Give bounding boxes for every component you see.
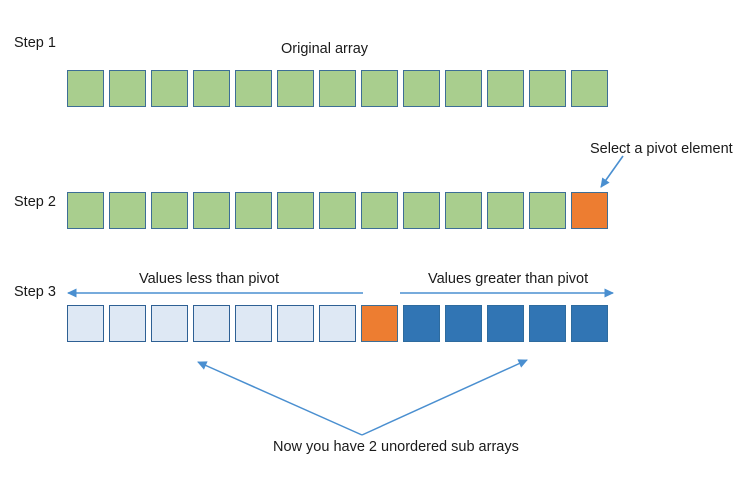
array-cell-less-than-pivot	[277, 305, 314, 342]
array-cell-less-than-pivot	[319, 305, 356, 342]
array-cell-unsorted	[235, 70, 272, 107]
array-cell-unsorted	[109, 70, 146, 107]
array-cell-unsorted	[403, 192, 440, 229]
array-cell-greater-than-pivot	[571, 305, 608, 342]
array-cell-unsorted	[361, 192, 398, 229]
array-cell-less-than-pivot	[67, 305, 104, 342]
array-cell-unsorted	[277, 70, 314, 107]
step-1-array-row	[67, 70, 608, 107]
sub-arrays-caption: Now you have 2 unordered sub arrays	[273, 439, 519, 455]
array-cell-unsorted	[403, 70, 440, 107]
array-cell-unsorted	[487, 192, 524, 229]
original-array-caption: Original array	[281, 41, 369, 57]
array-cell-less-than-pivot	[193, 305, 230, 342]
array-cell-unsorted	[445, 70, 482, 107]
array-cell-unsorted	[67, 70, 104, 107]
step-2-array-row	[67, 192, 608, 229]
array-cell-unsorted	[277, 192, 314, 229]
values-greater-than-pivot-label: Values greater than pivot	[428, 271, 589, 287]
array-cell-pivot	[571, 192, 608, 229]
values-less-than-pivot-label: Values less than pivot	[139, 271, 279, 287]
array-cell-unsorted	[109, 192, 146, 229]
array-cell-unsorted	[193, 192, 230, 229]
array-cell-less-than-pivot	[109, 305, 146, 342]
array-cell-unsorted	[193, 70, 230, 107]
array-cell-unsorted	[235, 192, 272, 229]
array-cell-unsorted	[319, 70, 356, 107]
array-cell-unsorted	[529, 70, 566, 107]
pivot-callout-arrow	[600, 155, 624, 188]
array-cell-unsorted	[571, 70, 608, 107]
array-cell-less-than-pivot	[151, 305, 188, 342]
sub-array-right-arrow	[361, 359, 528, 436]
array-cell-unsorted	[487, 70, 524, 107]
array-cell-pivot	[361, 305, 398, 342]
step-1-label: Step 1	[14, 35, 56, 51]
array-cell-greater-than-pivot	[529, 305, 566, 342]
array-cell-unsorted	[67, 192, 104, 229]
array-cell-less-than-pivot	[235, 305, 272, 342]
pivot-callout-label: Select a pivot element	[590, 141, 733, 157]
step-3-array-row	[67, 305, 608, 342]
step-2-label: Step 2	[14, 194, 56, 210]
array-cell-unsorted	[319, 192, 356, 229]
array-cell-greater-than-pivot	[445, 305, 482, 342]
array-cell-greater-than-pivot	[487, 305, 524, 342]
array-cell-unsorted	[529, 192, 566, 229]
array-cell-unsorted	[361, 70, 398, 107]
array-cell-unsorted	[445, 192, 482, 229]
array-cell-unsorted	[151, 70, 188, 107]
sub-array-left-arrow	[197, 361, 363, 436]
step-3-label: Step 3	[14, 284, 56, 300]
array-cell-unsorted	[151, 192, 188, 229]
array-cell-greater-than-pivot	[403, 305, 440, 342]
